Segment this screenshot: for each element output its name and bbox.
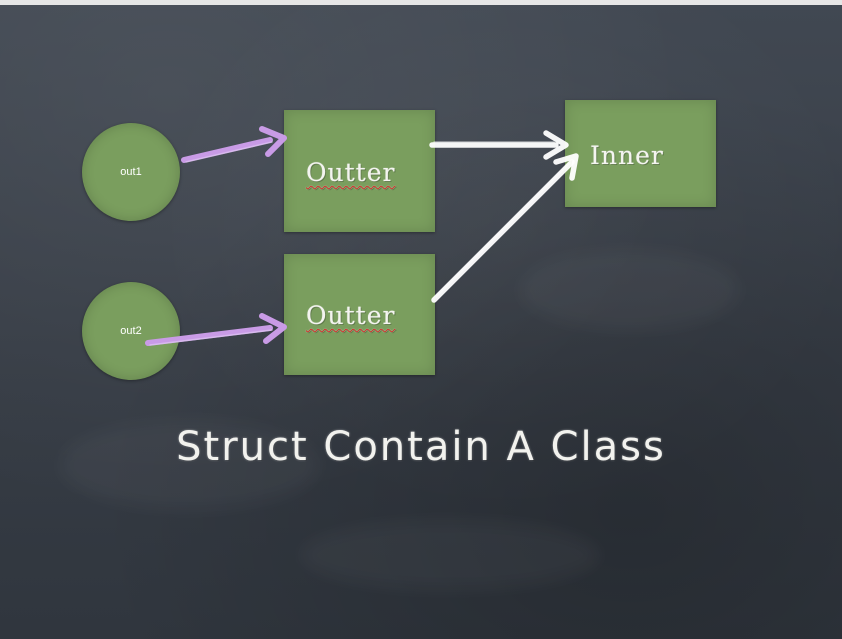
slide-title: Struct Contain A Class: [176, 424, 666, 470]
arrow-outter-top-to-inner: [429, 130, 569, 160]
node-outter-bottom-label: Outter: [306, 301, 396, 330]
node-out1: out1: [82, 123, 180, 221]
arrow-out2-to-outter-bottom: [145, 313, 287, 346]
node-out2-label: out2: [120, 325, 142, 337]
node-outter-top-label: Outter: [306, 158, 396, 187]
node-out1-label: out1: [120, 166, 142, 178]
node-outter-bottom: Outter: [284, 254, 435, 375]
node-outter-top: Outter: [284, 110, 435, 232]
node-inner-label: Inner: [590, 141, 664, 170]
arrow-outter-bottom-to-inner: [431, 153, 579, 303]
node-out2: out2: [82, 282, 180, 380]
node-inner: Inner: [565, 100, 716, 207]
window-top-strip: [0, 0, 842, 5]
arrow-out1-to-outter-top: [181, 126, 287, 163]
